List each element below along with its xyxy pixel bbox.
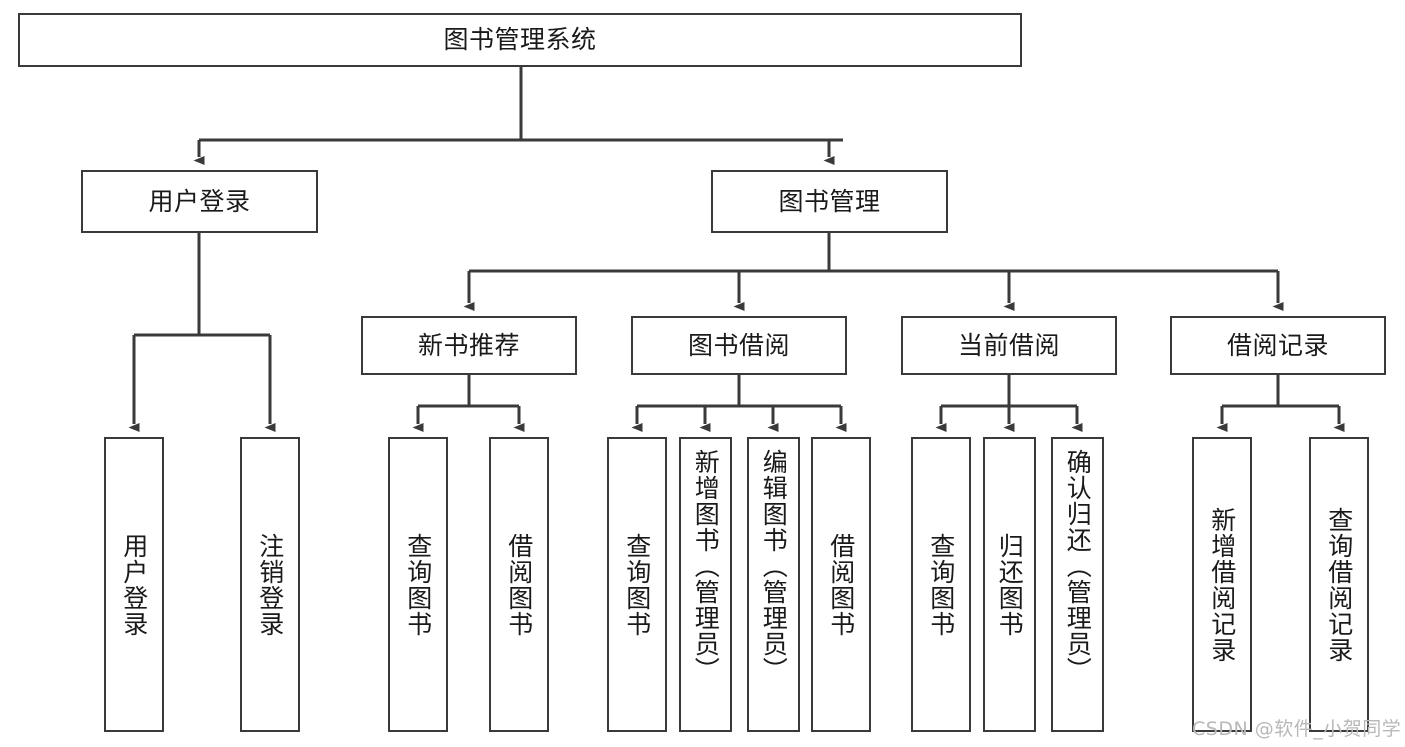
- node-leaf-edit-book[interactable]: 编辑图书（管理员）: [747, 437, 800, 732]
- node-leaf-confirm-return[interactable]: 确认归还（管理员）: [1051, 437, 1104, 732]
- node-label: 图书管理系统: [443, 25, 597, 55]
- node-label: 查询图书: [622, 532, 652, 637]
- node-leaf-query-record[interactable]: 查询借阅记录: [1309, 437, 1369, 732]
- node-leaf-query-book-1[interactable]: 查询图书: [388, 437, 448, 732]
- node-new-book-recommend[interactable]: 新书推荐: [361, 316, 577, 375]
- node-leaf-query-book-3[interactable]: 查询图书: [911, 437, 971, 732]
- node-label: 用户登录: [119, 532, 149, 637]
- node-label: 确认归还（管理员）: [1063, 449, 1093, 683]
- node-label: 查询图书: [403, 532, 433, 637]
- node-label: 借阅图书: [826, 532, 856, 637]
- node-leaf-borrow-book-1[interactable]: 借阅图书: [489, 437, 549, 732]
- node-leaf-add-record[interactable]: 新增借阅记录: [1192, 437, 1252, 732]
- node-label: 新书推荐: [417, 330, 520, 360]
- node-leaf-return-book[interactable]: 归还图书: [983, 437, 1036, 732]
- node-book-management[interactable]: 图书管理: [711, 170, 948, 233]
- node-label: 借阅图书: [504, 532, 534, 637]
- node-leaf-borrow-book-2[interactable]: 借阅图书: [811, 437, 871, 732]
- node-leaf-query-book-2[interactable]: 查询图书: [607, 437, 667, 732]
- node-label: 编辑图书（管理员）: [759, 449, 789, 683]
- node-label: 图书管理: [778, 186, 881, 216]
- node-book-borrow[interactable]: 图书借阅: [631, 316, 847, 375]
- node-user-login[interactable]: 用户登录: [81, 170, 318, 233]
- node-leaf-add-book[interactable]: 新增图书（管理员）: [679, 437, 732, 732]
- node-label: 图书借阅: [687, 330, 790, 360]
- node-label: 查询图书: [926, 532, 956, 637]
- node-label: 借阅记录: [1226, 330, 1329, 360]
- node-borrow-record[interactable]: 借阅记录: [1170, 316, 1386, 375]
- node-label: 查询借阅记录: [1324, 506, 1354, 663]
- node-label: 用户登录: [148, 186, 251, 216]
- node-label: 新增图书（管理员）: [691, 449, 721, 683]
- node-leaf-user-login[interactable]: 用户登录: [104, 437, 164, 732]
- node-label: 新增借阅记录: [1207, 506, 1237, 663]
- node-leaf-user-logout[interactable]: 注销登录: [240, 437, 300, 732]
- node-book-management-system[interactable]: 图书管理系统: [18, 13, 1022, 67]
- node-label: 当前借阅: [957, 330, 1060, 360]
- node-label: 注销登录: [255, 532, 285, 637]
- node-label: 归还图书: [995, 532, 1025, 637]
- node-current-borrow[interactable]: 当前借阅: [901, 316, 1117, 375]
